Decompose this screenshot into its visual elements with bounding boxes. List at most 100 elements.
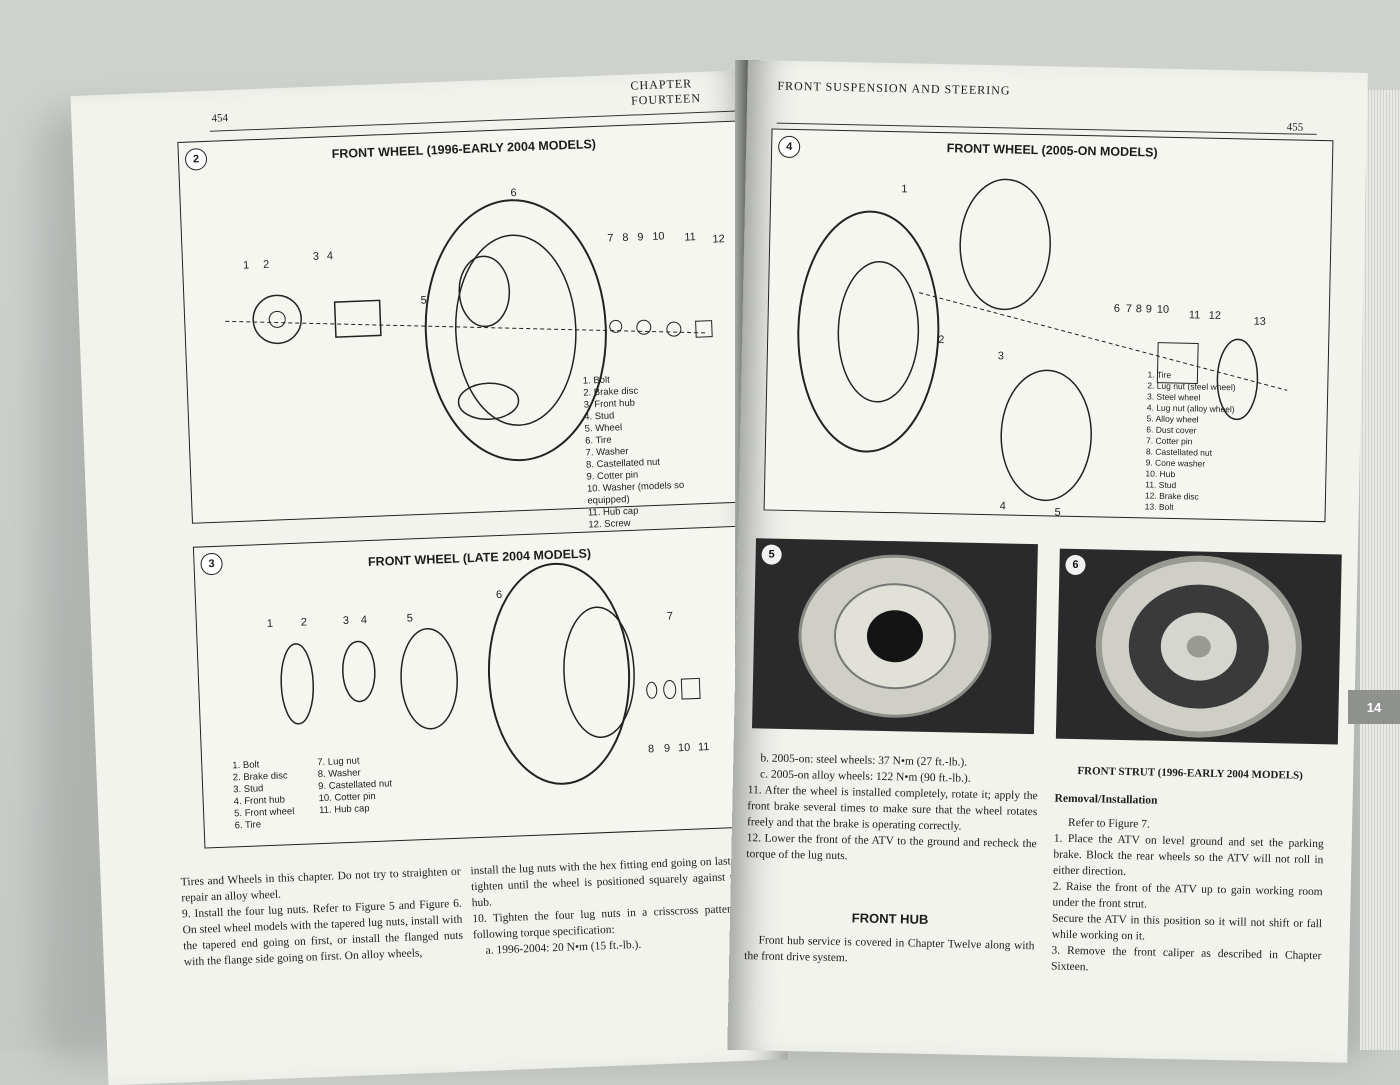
figure-2-legend: 1. Bolt 2. Brake disc 3. Front hub 4. St…	[583, 372, 686, 532]
callout: 10	[678, 742, 691, 754]
brake-disc	[1216, 338, 1259, 421]
legend-item: 13. Bolt	[1144, 501, 1174, 513]
axis-line	[225, 320, 707, 334]
paragraph: 11. After the wheel is installed complet…	[746, 784, 1038, 833]
callout: 4	[361, 614, 368, 626]
paragraph: 3. Remove the front caliper as described…	[1050, 944, 1322, 974]
paragraph: Front hub service is covered in Chapter …	[744, 934, 1035, 965]
tire-outline	[424, 199, 607, 462]
callout: 2	[301, 616, 308, 628]
front-hub-heading: FRONT HUB	[851, 910, 929, 927]
callout: 6	[1114, 303, 1120, 315]
hub-cap	[695, 320, 713, 338]
callout: 8	[648, 743, 655, 755]
front-wheel	[400, 628, 458, 730]
castellated-nut	[636, 319, 652, 335]
tire-outline	[797, 210, 940, 453]
callout: 11	[698, 741, 710, 753]
hub-cap	[680, 677, 701, 700]
washer-2	[666, 321, 682, 337]
running-head: CHAPTER FOURTEEN	[630, 76, 702, 108]
washer	[646, 681, 658, 699]
callout: 12	[1209, 310, 1221, 322]
front-hub	[342, 640, 376, 703]
body-text-column-1: b. 2005-on: steel wheels: 37 N•m (27 ft.…	[746, 750, 1038, 868]
callout: 8	[622, 232, 629, 244]
body-text-column-2: install the lug nuts with the hex fittin…	[470, 852, 773, 959]
callout: 6	[496, 589, 503, 601]
callout: 3	[343, 615, 350, 627]
page-number: 454	[211, 112, 229, 125]
brake-disc	[280, 643, 315, 725]
callout: 6	[510, 187, 517, 199]
running-head: FRONT SUSPENSION AND STEERING	[777, 78, 1011, 98]
left-page: 454 CHAPTER FOURTEEN 2 FRONT WHEEL (1996…	[70, 70, 789, 1085]
callout: 10	[652, 230, 665, 242]
washer	[609, 319, 623, 333]
exploded-wheel-diagram: 1 2 3 4 5 6 7 8 9 10 11	[267, 562, 710, 785]
callout: 5	[407, 612, 414, 624]
figure-4: 4 FRONT WHEEL (2005-ON MODELS) 1 2 3 4 5…	[763, 128, 1334, 523]
axis-line	[919, 292, 1288, 391]
right-page: FRONT SUSPENSION AND STEERING 4 5 5 4 FRON…	[727, 60, 1368, 1063]
brake-disc-center	[268, 310, 286, 328]
page-edges	[1360, 90, 1400, 1050]
figure-2: 2 FRONT WHEEL (1996-EARLY 2004 MODELS) 1…	[177, 120, 764, 531]
subsection-heading: Removal/Installation	[1054, 792, 1158, 807]
figure-3-legend-col1: 1. Bolt 2. Brake disc 3. Stud 4. Front h…	[232, 758, 295, 832]
body-text-column-1: Tires and Wheels in this chapter. Do not…	[180, 864, 464, 971]
callout: 12	[712, 233, 725, 245]
photo-steel-wheel: 5	[752, 538, 1038, 735]
callout: 9	[664, 743, 671, 755]
front-hub	[333, 299, 382, 338]
callout: 10	[1157, 304, 1169, 316]
callout: 1	[267, 618, 274, 630]
steel-wheel-photo-illustration	[798, 554, 992, 718]
steel-wheel	[959, 178, 1051, 311]
callout: 1	[901, 183, 907, 195]
paragraph: 1. Place the ATV on level ground and set…	[1052, 832, 1324, 879]
callout: 5	[420, 295, 427, 307]
callout: 7	[1126, 303, 1132, 315]
callout: 11	[1189, 309, 1201, 321]
callout: 9	[1146, 303, 1152, 315]
callout: 9	[637, 231, 644, 243]
front-hub-text: Front hub service is covered in Chapter …	[744, 932, 1035, 970]
exploded-wheel-diagram: 1 2 3 4 5 6 7 8 9 10 11 12	[225, 187, 725, 462]
figure-3-legend-col2: 7. Lug nut 8. Washer 9. Castellated nut …	[317, 754, 393, 817]
hub	[1156, 342, 1199, 384]
tire-inner	[454, 234, 577, 426]
tire-outline	[487, 562, 631, 785]
front-strut-heading: FRONT STRUT (1996-EARLY 2004 MODELS)	[1077, 765, 1304, 782]
callout: 3	[313, 251, 320, 263]
body-text-column-2: Removal/Installation Refer to Figure 7. …	[1051, 791, 1325, 981]
brake-disc	[252, 294, 302, 345]
figure-4-legend: 1. Tire 2. Lug nut (steel wheel) 3. Stee…	[1145, 369, 1236, 514]
callout: 4	[327, 250, 334, 262]
lug-nut	[663, 680, 677, 700]
exploded-wheel-diagram: 1 2 3 4 5 6 7 8 9 10 11 12 13	[797, 178, 1288, 519]
callout: 2	[938, 334, 944, 346]
legend-item: 5. Front wheel	[233, 806, 295, 820]
callout: 7	[607, 232, 614, 244]
callout: 3	[998, 350, 1004, 362]
chapter-tab: 14	[1348, 690, 1400, 724]
callout: 7	[667, 610, 674, 622]
callout: 11	[684, 231, 696, 243]
callout: 13	[1254, 316, 1266, 328]
photo-alloy-wheel: 6	[1055, 548, 1342, 745]
wheel-rim-lower	[457, 382, 520, 421]
callout: 1	[243, 259, 250, 271]
tire-inner	[563, 606, 635, 738]
alloy-wheel-photo-illustration	[1095, 555, 1302, 738]
callout: 8	[1136, 303, 1142, 315]
callout: 5	[1054, 507, 1060, 519]
alloy-wheel	[1000, 369, 1092, 502]
figure-3: 3 FRONT WHEEL (LATE 2004 MODELS) 1 2 3 4…	[192, 524, 777, 849]
legend-item: 6. Tire	[234, 819, 262, 832]
callout: 4	[1000, 500, 1006, 512]
paragraph: 12. Lower the front of the ATV to the gr…	[746, 832, 1037, 863]
paragraph: 9. Install the four lug nuts. Refer to F…	[181, 897, 464, 969]
wheel-rim	[458, 255, 511, 328]
tire-inner	[837, 261, 920, 403]
